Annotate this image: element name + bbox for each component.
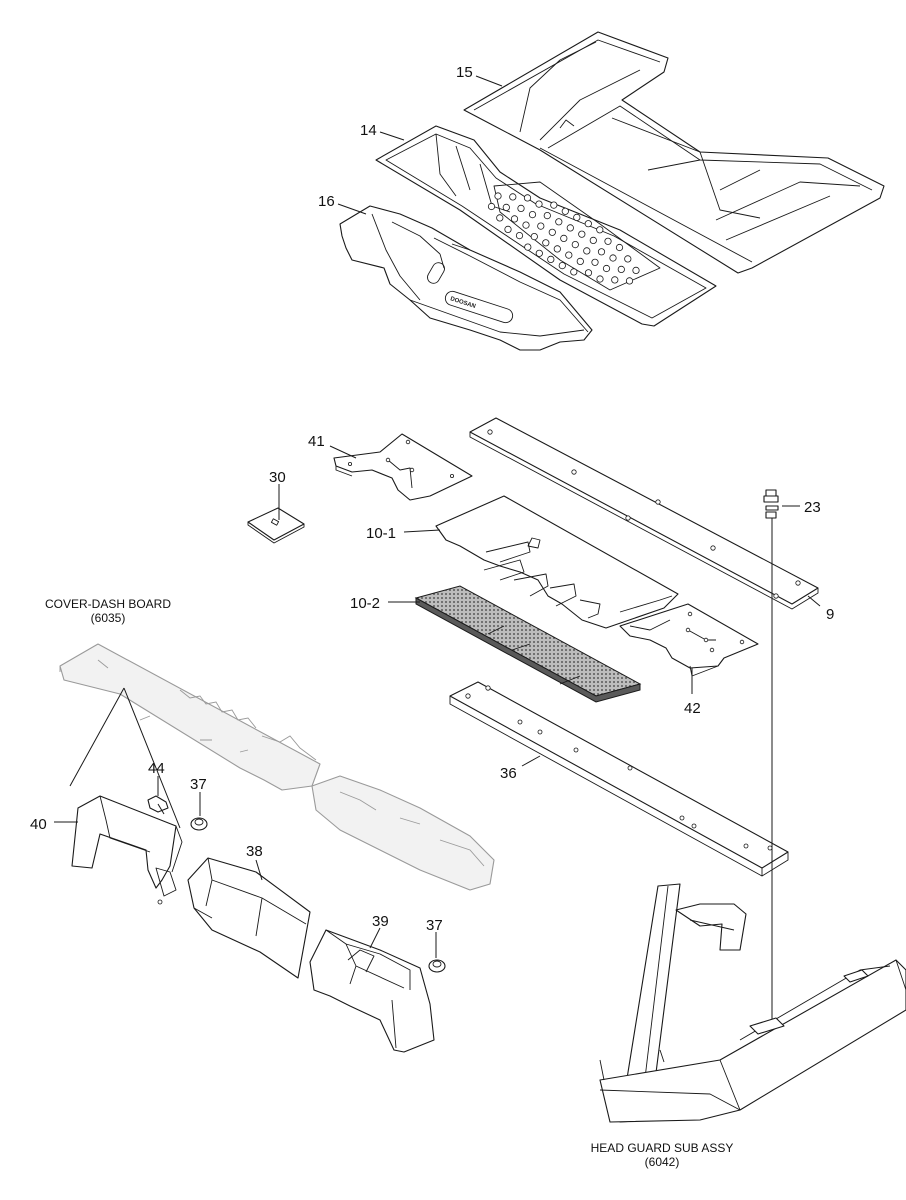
part-37-grommet-upper[interactable] <box>190 817 208 831</box>
grip-hole <box>611 276 619 284</box>
callout-37-lower: 37 <box>426 917 443 934</box>
grip-hole <box>576 257 584 265</box>
part-39-cover[interactable] <box>309 929 435 1053</box>
callout-14: 14 <box>360 122 377 139</box>
grip-hole <box>522 221 530 229</box>
grip-hole <box>565 251 573 259</box>
grip-hole <box>604 237 612 245</box>
grip-hole <box>632 266 640 274</box>
callout-labels: 15 14 16 41 30 10-1 10-2 23 9 42 36 44 3… <box>30 64 834 934</box>
grip-hole <box>496 214 504 222</box>
grip-hole <box>583 247 591 255</box>
grip-hole <box>553 245 561 253</box>
grip-hole <box>510 215 519 223</box>
grip-hole <box>504 225 512 233</box>
grip-hole <box>596 275 604 283</box>
grip-hole <box>566 224 574 232</box>
callout-36: 36 <box>500 765 517 782</box>
part-40-bracket[interactable] <box>71 795 183 905</box>
head-guard-code: (6042) <box>645 1155 680 1169</box>
grip-hole <box>523 194 532 202</box>
grip-hole <box>517 204 525 212</box>
part-16-front-floor-cover[interactable] <box>339 205 593 351</box>
callout-leaders <box>54 75 821 958</box>
grip-hole <box>625 277 634 285</box>
part-41-bracket[interactable] <box>333 433 473 501</box>
grip-hole <box>560 234 568 242</box>
part-10-1-insulator[interactable] <box>435 495 679 629</box>
head-guard-frame <box>599 883 906 1123</box>
callout-39: 39 <box>372 913 389 930</box>
part-30-small-plate[interactable] <box>247 507 305 544</box>
callout-40: 40 <box>30 816 47 833</box>
grip-hole <box>596 226 604 234</box>
grip-hole <box>494 192 502 200</box>
grip-hole <box>524 243 532 251</box>
callout-15: 15 <box>456 64 473 81</box>
callout-42: 42 <box>684 700 701 717</box>
part-10-2-mesh-pad[interactable] <box>414 585 642 703</box>
grip-hole <box>597 248 606 256</box>
grip-hole <box>584 220 592 228</box>
part-36-rail[interactable] <box>449 681 789 877</box>
dash-board-label: COVER-DASH BOARD <box>45 597 171 611</box>
grip-hole <box>543 212 551 220</box>
grip-hole <box>542 239 550 247</box>
grip-hole <box>530 233 538 241</box>
grip-hole <box>573 213 581 221</box>
part-23-bolt[interactable] <box>763 489 779 540</box>
part-9-strip[interactable] <box>469 417 819 610</box>
grip-hole <box>548 228 556 236</box>
dash-board-code: (6035) <box>91 611 126 625</box>
callout-44: 44 <box>148 760 165 777</box>
grip-hole <box>515 232 524 240</box>
grip-hole <box>609 254 617 262</box>
grip-hole <box>487 202 496 211</box>
part-14-floor-mat[interactable] <box>375 125 717 327</box>
callout-9: 9 <box>826 606 834 623</box>
part-37-grommet-lower[interactable] <box>428 959 446 973</box>
grip-hole <box>555 218 563 226</box>
callout-41: 41 <box>308 433 325 450</box>
head-guard-label: HEAD GUARD SUB ASSY <box>591 1141 734 1155</box>
grip-hole <box>571 241 579 249</box>
callout-37-upper: 37 <box>190 776 207 793</box>
grip-hole <box>502 203 510 211</box>
grip-hole <box>578 230 586 238</box>
grip-hole <box>602 264 611 273</box>
grip-hole <box>624 255 632 263</box>
grip-hole <box>591 258 599 266</box>
part-42-bracket[interactable] <box>619 603 759 677</box>
grip-hole <box>547 255 555 263</box>
assembly-labels: COVER-DASH BOARD (6035) HEAD GUARD SUB A… <box>45 597 733 1169</box>
grip-hole <box>617 265 625 273</box>
callout-10-1: 10-1 <box>366 525 396 542</box>
callout-16: 16 <box>318 193 335 210</box>
grip-hole <box>537 222 545 230</box>
callout-38: 38 <box>246 843 263 860</box>
grip-hole <box>615 243 624 252</box>
grip-hole <box>589 236 597 244</box>
grip-hole <box>528 211 537 219</box>
grip-hole <box>584 269 593 277</box>
grip-hole <box>509 193 517 201</box>
cover-dash-board-ghost <box>59 643 495 891</box>
part-15-floor-plate[interactable] <box>463 31 885 274</box>
callout-30: 30 <box>269 469 286 486</box>
grip-hole <box>558 261 566 270</box>
grip-hole <box>535 249 543 257</box>
grip-hole <box>550 201 558 209</box>
grip-hole <box>570 268 578 276</box>
callout-10-2: 10-2 <box>350 595 380 612</box>
part-14-grip-holes <box>487 192 640 285</box>
callout-23: 23 <box>804 499 821 516</box>
part-44-screw[interactable] <box>147 795 169 815</box>
grip-hole <box>561 207 569 215</box>
grip-hole <box>535 200 543 208</box>
part-38-cover[interactable] <box>187 857 311 979</box>
